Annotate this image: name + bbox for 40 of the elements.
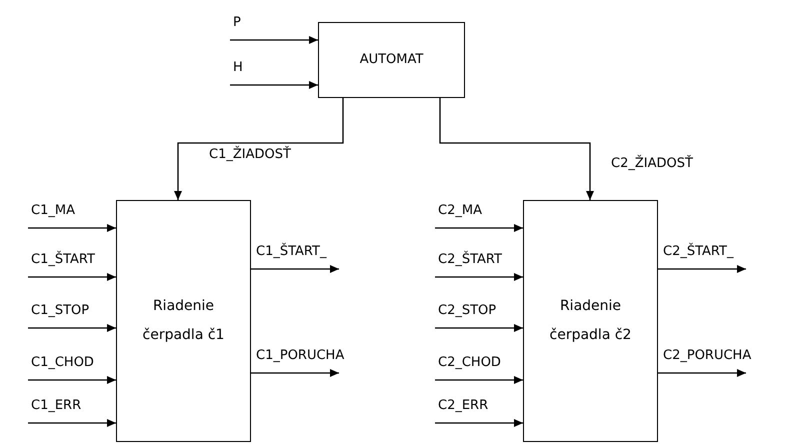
signal-arrow (251, 369, 339, 377)
signal-arrow (658, 369, 746, 377)
signal-label: C2_PORUCHA (662, 347, 752, 365)
signal-label: C1_STOP (30, 302, 90, 320)
block-label: Riadenie čerpadla č1 (142, 296, 226, 345)
signal-arrow (435, 324, 523, 332)
signal-label: C1_CHOD (30, 354, 95, 372)
signal-arrow (28, 376, 116, 384)
signal-label: C2_CHOD (437, 354, 502, 372)
signal-label: C1_ERR (30, 397, 82, 415)
signal-label: C1_ŠTART (30, 251, 96, 269)
signal-label: C2_ŽIADOSŤ (610, 155, 694, 173)
block-box (116, 200, 251, 442)
block-box (523, 200, 658, 442)
signal-label: C2_ERR (437, 397, 490, 415)
signal-arrow (28, 224, 116, 232)
signal-label: C2_ŠTART (437, 251, 503, 269)
signal-label: C2_ŠTART_ (662, 243, 734, 261)
signal-arrow (230, 81, 318, 89)
block-box (318, 22, 465, 98)
signal-arrow (435, 224, 523, 232)
signal-arrow (230, 36, 318, 44)
signal-arrow (435, 376, 523, 384)
signal-arrow (658, 265, 746, 273)
signal-label: C1_PORUCHA (255, 347, 346, 365)
signal-label: C1_ŠTART_ (255, 243, 328, 261)
signal-label: C2_MA (437, 202, 483, 220)
signal-label: C1_ŽIADOSŤ (208, 146, 292, 164)
signal-arrow (251, 265, 339, 273)
block-label: Riadenie čerpadla č2 (548, 296, 632, 345)
signal-arrow (28, 273, 116, 281)
signal-label: C2_STOP (437, 302, 498, 320)
signal-arrow (439, 98, 594, 200)
signal-arrow (435, 273, 523, 281)
block-label: AUTOMAT (360, 51, 424, 70)
signal-arrow (28, 419, 116, 427)
signal-arrow (28, 324, 116, 332)
signal-arrow (435, 419, 523, 427)
signal-label: C1_MA (30, 202, 76, 220)
signal-arrow (174, 98, 344, 200)
